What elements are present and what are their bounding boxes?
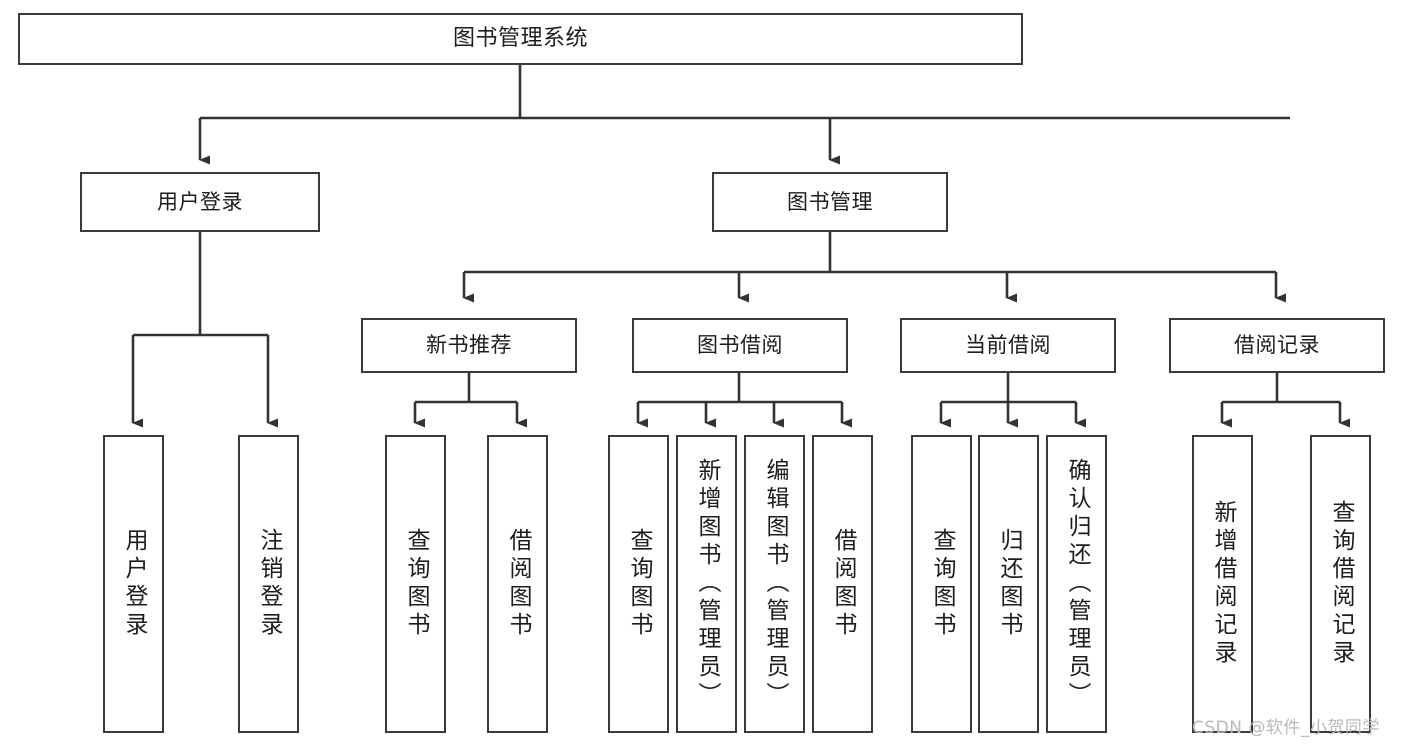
- node-label: 查询借阅记录: [1328, 500, 1354, 668]
- leaf-query-book-recommend[interactable]: 查询图书: [385, 435, 446, 733]
- node-label: 借阅图书: [830, 528, 856, 640]
- leaf-return-book[interactable]: 归还图书: [978, 435, 1039, 733]
- node-label: 当前借阅: [965, 333, 1051, 358]
- node-label: 图书管理系统: [452, 26, 588, 52]
- leaf-edit-book-admin[interactable]: 编辑图书（管理员）: [744, 435, 805, 733]
- node-label: 注销登录: [256, 528, 282, 640]
- node-root-book-management-system[interactable]: 图书管理系统: [18, 13, 1023, 65]
- node-label: 新增图书（管理员）: [694, 458, 720, 710]
- node-book-management[interactable]: 图书管理: [712, 172, 948, 232]
- node-borrow-record[interactable]: 借阅记录: [1169, 318, 1385, 373]
- node-label: 查询图书: [403, 528, 429, 640]
- node-label: 确认归还（管理员）: [1064, 458, 1090, 710]
- leaf-query-book-current[interactable]: 查询图书: [911, 435, 972, 733]
- node-user-login[interactable]: 用户登录: [80, 172, 320, 232]
- node-label: 借阅图书: [505, 528, 531, 640]
- leaf-confirm-return-admin[interactable]: 确认归还（管理员）: [1046, 435, 1107, 733]
- leaf-borrow-book[interactable]: 借阅图书: [812, 435, 873, 733]
- leaf-query-book-borrow[interactable]: 查询图书: [608, 435, 669, 733]
- node-label: 图书借阅: [697, 333, 783, 358]
- leaf-add-borrow-record[interactable]: 新增借阅记录: [1192, 435, 1253, 733]
- node-label: 用户登录: [121, 528, 147, 640]
- leaf-add-book-admin[interactable]: 新增图书（管理员）: [676, 435, 737, 733]
- node-label: 新书推荐: [426, 333, 512, 358]
- node-label: 新增借阅记录: [1210, 500, 1236, 668]
- node-new-book-recommend[interactable]: 新书推荐: [361, 318, 577, 373]
- node-label: 查询图书: [929, 528, 955, 640]
- node-label: 编辑图书（管理员）: [762, 458, 788, 710]
- node-book-borrow[interactable]: 图书借阅: [632, 318, 848, 373]
- node-label: 图书管理: [787, 189, 873, 214]
- node-label: 借阅记录: [1234, 333, 1320, 358]
- node-label: 查询图书: [626, 528, 652, 640]
- node-label: 用户登录: [157, 189, 243, 214]
- node-label: 归还图书: [996, 528, 1022, 640]
- node-current-borrow[interactable]: 当前借阅: [900, 318, 1116, 373]
- leaf-query-borrow-record[interactable]: 查询借阅记录: [1310, 435, 1371, 733]
- leaf-borrow-book-recommend[interactable]: 借阅图书: [487, 435, 548, 733]
- leaf-logout-login[interactable]: 注销登录: [238, 435, 299, 733]
- watermark-text: CSDN @软件_小贺同学: [1192, 718, 1380, 738]
- leaf-user-login[interactable]: 用户登录: [103, 435, 164, 733]
